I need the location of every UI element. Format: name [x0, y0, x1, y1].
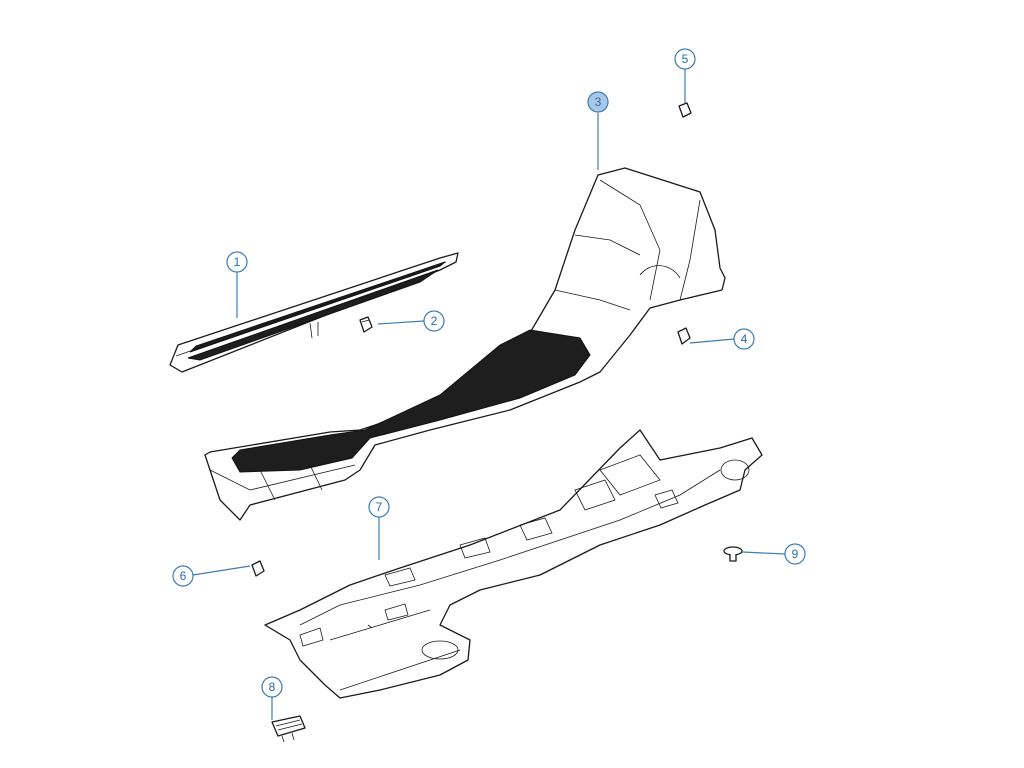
- callout-label-1: 1: [234, 255, 241, 269]
- callout-4[interactable]: 4: [733, 328, 755, 350]
- clip-part-8[interactable]: [271, 715, 306, 743]
- callout-8[interactable]: 8: [261, 676, 283, 698]
- clip-part-6[interactable]: [251, 560, 265, 577]
- callout-1[interactable]: 1: [226, 251, 248, 273]
- callout-label-6: 6: [180, 569, 187, 583]
- callout-label-5: 5: [682, 52, 689, 66]
- scuff-plate-part[interactable]: [169, 252, 459, 373]
- clip-part-2[interactable]: [359, 316, 373, 333]
- callout-7[interactable]: 7: [368, 496, 390, 518]
- floor-carrier-part[interactable]: [264, 429, 763, 699]
- callout-label-9: 9: [792, 547, 799, 561]
- callouts: 1 2 3 4 5 6 7 8 9: [172, 48, 806, 698]
- callout-5[interactable]: 5: [674, 48, 696, 70]
- callout-label-7: 7: [376, 500, 383, 514]
- callout-9[interactable]: 9: [784, 543, 806, 565]
- leader-lines: [192, 69, 786, 720]
- push-fastener-part-9[interactable]: [723, 546, 743, 562]
- callout-label-4: 4: [741, 332, 748, 346]
- callout-label-3: 3: [595, 95, 602, 109]
- callout-label-2: 2: [431, 314, 438, 328]
- clip-part-5[interactable]: [678, 102, 692, 118]
- callout-3[interactable]: 3: [587, 91, 609, 113]
- callout-6[interactable]: 6: [172, 565, 194, 587]
- callout-label-8: 8: [269, 680, 276, 694]
- sill-trim-panel-part[interactable]: [204, 167, 726, 521]
- callout-2[interactable]: 2: [423, 310, 445, 332]
- clip-part-4[interactable]: [677, 327, 691, 345]
